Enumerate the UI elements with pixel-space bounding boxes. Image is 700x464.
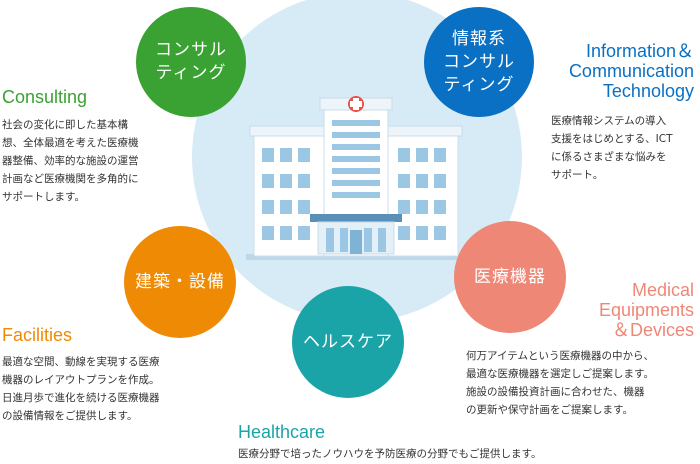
healthcare-description: 医療分野で培ったノウハウを予防医療の分野でもご提供します。 xyxy=(238,448,542,460)
ict-description: 医療情報システムの導入 支援をはじめとする、ICT に係るさまざまな悩みを サポ… xyxy=(551,115,673,181)
node-consulting[interactable]: コンサル ティング xyxy=(136,7,246,117)
facilities-description: 最適な空間、動線を実現する医療 機器のレイアウトプランを作成。 日進月歩で進化を… xyxy=(2,356,160,422)
node-medical[interactable]: 医療機器 xyxy=(454,221,566,333)
healthcare-title: Healthcare xyxy=(238,422,326,442)
node-healthcare[interactable]: ヘルスケア xyxy=(292,286,404,398)
hospital-building-icon xyxy=(246,96,466,260)
node-facilities[interactable]: 建築・設備 xyxy=(124,226,236,338)
node-ict[interactable]: 情報系 コンサル ティング xyxy=(424,7,534,117)
consulting-title: Consulting xyxy=(2,87,88,107)
medical-description: 何万アイテムという医療機器の中から、 最適な医療機器を選定しご提案します。 施設… xyxy=(466,350,654,416)
ict-title: Information＆ Communication Technology xyxy=(568,41,694,101)
medical-title: Medical Equipments ＆Devices xyxy=(598,280,694,340)
consulting-description: 社会の変化に即した基本構 想、全体最適を考えた医療機 器整備、効率的な施設の運営… xyxy=(2,119,139,203)
facilities-title: Facilities xyxy=(2,325,73,345)
